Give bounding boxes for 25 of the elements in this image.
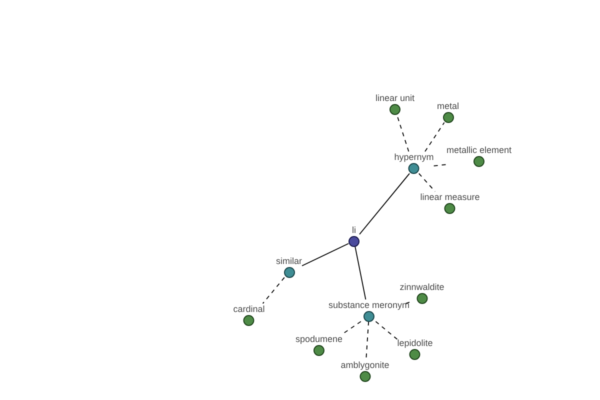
node-label: metal [437, 100, 459, 110]
node-label: hypernym [394, 152, 434, 162]
node-label: zinnwaldite [400, 282, 444, 292]
node-label: cardinal [233, 304, 265, 314]
dashed-connector-line [375, 321, 398, 340]
connector-line [354, 246, 366, 300]
node-label: lepidolite [397, 338, 433, 348]
node-label: linear measure [420, 192, 480, 202]
node-label: spodumene [295, 334, 343, 344]
dashed-connector-line [396, 114, 410, 152]
node-label: li [352, 224, 356, 234]
connector-line [302, 243, 349, 266]
node-label: similar [276, 256, 302, 266]
connector-line [359, 173, 410, 235]
dashed-connector-line [342, 321, 362, 334]
dashed-connector-line [405, 302, 410, 304]
node-label: substance meronym [328, 300, 410, 310]
node-label: amblygonite [340, 360, 390, 370]
node-label: metallic element [446, 144, 512, 154]
dashed-connector-line [262, 277, 285, 304]
dashed-connector-line [424, 122, 445, 152]
dashed-connector-line [366, 321, 370, 360]
dashed-connector-line [433, 164, 447, 166]
dashed-connector-line [418, 173, 436, 192]
node-label: linear unit [375, 92, 415, 102]
